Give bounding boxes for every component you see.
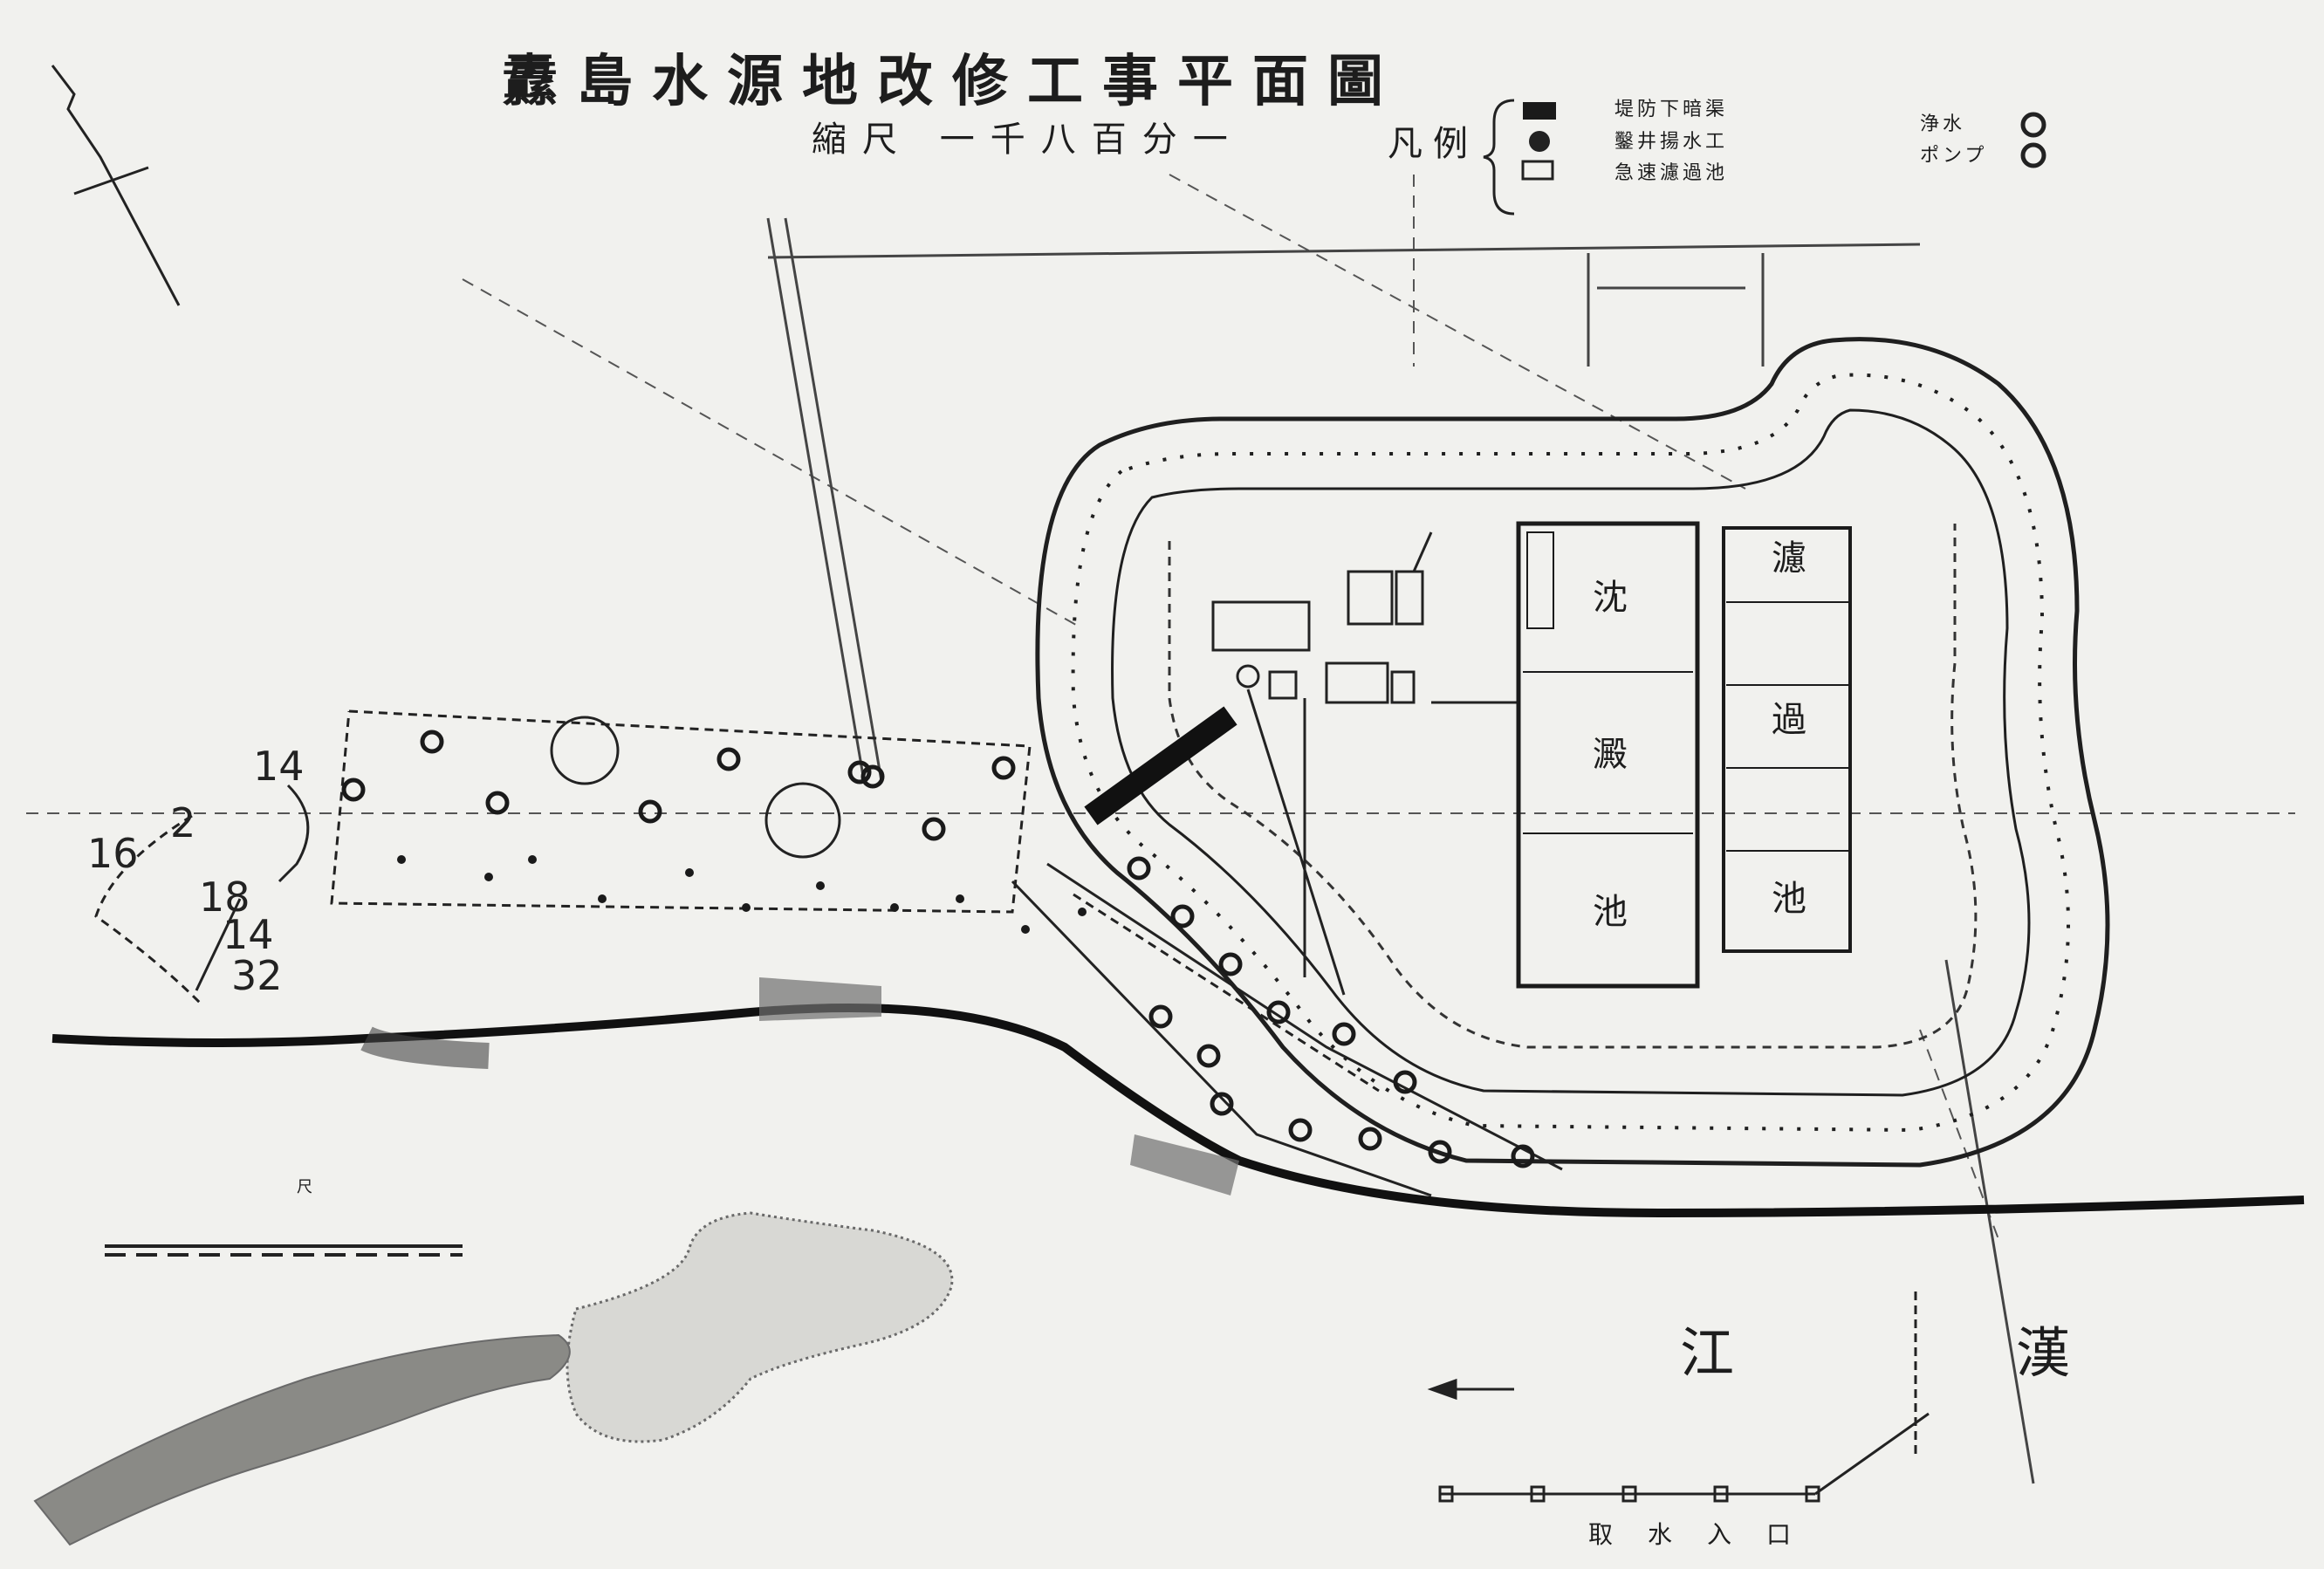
well-marker-icon — [485, 791, 510, 815]
scale-bar — [105, 1244, 463, 1257]
bore-point-icon — [484, 873, 493, 881]
well-marker-icon — [860, 764, 885, 789]
sandbar-west — [33, 1333, 571, 1546]
river-label-han: 漢 — [2016, 1321, 2071, 1385]
legend-label-well: 鑿井揚水工 — [1614, 131, 1729, 153]
well-field-enclosure — [94, 709, 1032, 1005]
well-marker-icon — [716, 747, 741, 771]
well-marker-icon — [638, 799, 662, 824]
bore-point-icon — [1078, 908, 1087, 916]
pump-house-cluster — [1211, 531, 1518, 996]
bore-point-icon — [685, 868, 694, 877]
legend-symbol-filter — [1521, 160, 1554, 181]
well-marker-icon — [847, 760, 872, 784]
bore-point-icon — [528, 855, 537, 864]
filter-pond — [1722, 526, 1852, 953]
bore-point-icon — [1021, 925, 1030, 934]
well-marker-icon — [1428, 1140, 1452, 1164]
roads — [766, 217, 2035, 1484]
legend-label-pump: ポンプ — [1920, 145, 1988, 167]
well-marker-icon — [1288, 1118, 1313, 1142]
well-marker-icon — [1332, 1022, 1356, 1046]
well-marker-icon — [1148, 1004, 1173, 1029]
inspection-circle-2 — [764, 782, 841, 859]
handwritten-number-2: 2 — [170, 799, 196, 846]
embankment-inner — [1111, 408, 2031, 1097]
river-flow-arrow-icon — [1427, 1378, 1514, 1401]
intake-label: 取水入口 — [1588, 1520, 1827, 1549]
filter-pond-label-1: 濾 — [1772, 538, 1806, 579]
well-line-diagonal — [1011, 862, 1563, 1197]
legend-label-filter: 急速濾過池 — [1614, 162, 1729, 184]
legend-brace — [1483, 99, 1515, 216]
handwritten-number-1: 16 — [87, 830, 139, 877]
legend-symbol-well — [1529, 131, 1550, 152]
scale-bar-label: 尺 — [297, 1178, 312, 1196]
well-marker-icon — [1170, 904, 1195, 928]
settling-pond — [1516, 521, 1700, 989]
well-marker-icon — [1210, 1092, 1234, 1116]
filter-pond-label-3: 池 — [1772, 879, 1806, 919]
river-label-gang: 江 — [1680, 1321, 1735, 1385]
inner-road — [1168, 524, 1978, 1049]
bore-point-icon — [598, 894, 607, 903]
legend-symbol-pure-water — [2020, 112, 2046, 138]
settling-pond-label-3: 池 — [1593, 892, 1628, 932]
river-bank-shadow — [360, 1026, 490, 1069]
handwritten-number-4: 18 — [199, 874, 250, 921]
bore-point-icon — [397, 855, 406, 864]
well-markers — [341, 730, 1535, 1168]
inspection-circle-1 — [550, 716, 620, 785]
well-marker-icon — [420, 730, 444, 754]
well-marker-icon — [922, 817, 946, 841]
bore-point-icon — [742, 903, 751, 912]
handwritten-number-6: 32 — [231, 952, 283, 999]
settling-pond-label-1: 沈 — [1593, 578, 1628, 618]
conduit-bridge — [1084, 706, 1237, 826]
filter-pond-label-2: 過 — [1772, 700, 1806, 740]
well-marker-icon — [1266, 1000, 1291, 1024]
map-scale: 縮尺 一千八百分一 — [812, 120, 1244, 160]
embankment-outer — [1035, 337, 2110, 1168]
handwritten-number-5: 14 — [223, 911, 274, 958]
well-marker-icon — [1218, 952, 1243, 976]
legend-label-pure-water: 浄水 — [1920, 113, 1966, 135]
well-marker-icon — [1358, 1127, 1382, 1151]
bore-point-icon — [890, 903, 899, 912]
north-arrow-icon — [51, 65, 181, 306]
legend-label-culvert: 堤防下暗渠 — [1614, 99, 1729, 120]
well-marker-icon — [1196, 1044, 1221, 1068]
legend-symbol-pump — [2020, 142, 2046, 168]
sandbar-island — [566, 1211, 954, 1443]
well-marker-icon — [1511, 1144, 1535, 1168]
map-title: 纛島水源地改修工事平面圖 — [502, 49, 1402, 114]
well-marker-icon — [1393, 1070, 1417, 1094]
well-marker-icon — [991, 756, 1016, 780]
handwritten-number-3: 14 — [253, 743, 305, 790]
legend-heading: 凡例 — [1388, 124, 1478, 164]
riverbank-shading-1 — [759, 977, 881, 1021]
survey-lines — [26, 174, 2295, 1240]
intake-line — [1438, 1292, 1930, 1503]
well-marker-icon — [1127, 856, 1151, 880]
riverbank-shading-2 — [1130, 1134, 1239, 1196]
settling-pond-label-2: 澱 — [1593, 735, 1628, 775]
handwritten-fraction-line — [195, 784, 310, 991]
legend-symbol-culvert — [1523, 102, 1556, 120]
bore-point-icon — [816, 881, 825, 890]
bore-point-icon — [956, 894, 964, 903]
well-marker-icon — [341, 778, 366, 802]
